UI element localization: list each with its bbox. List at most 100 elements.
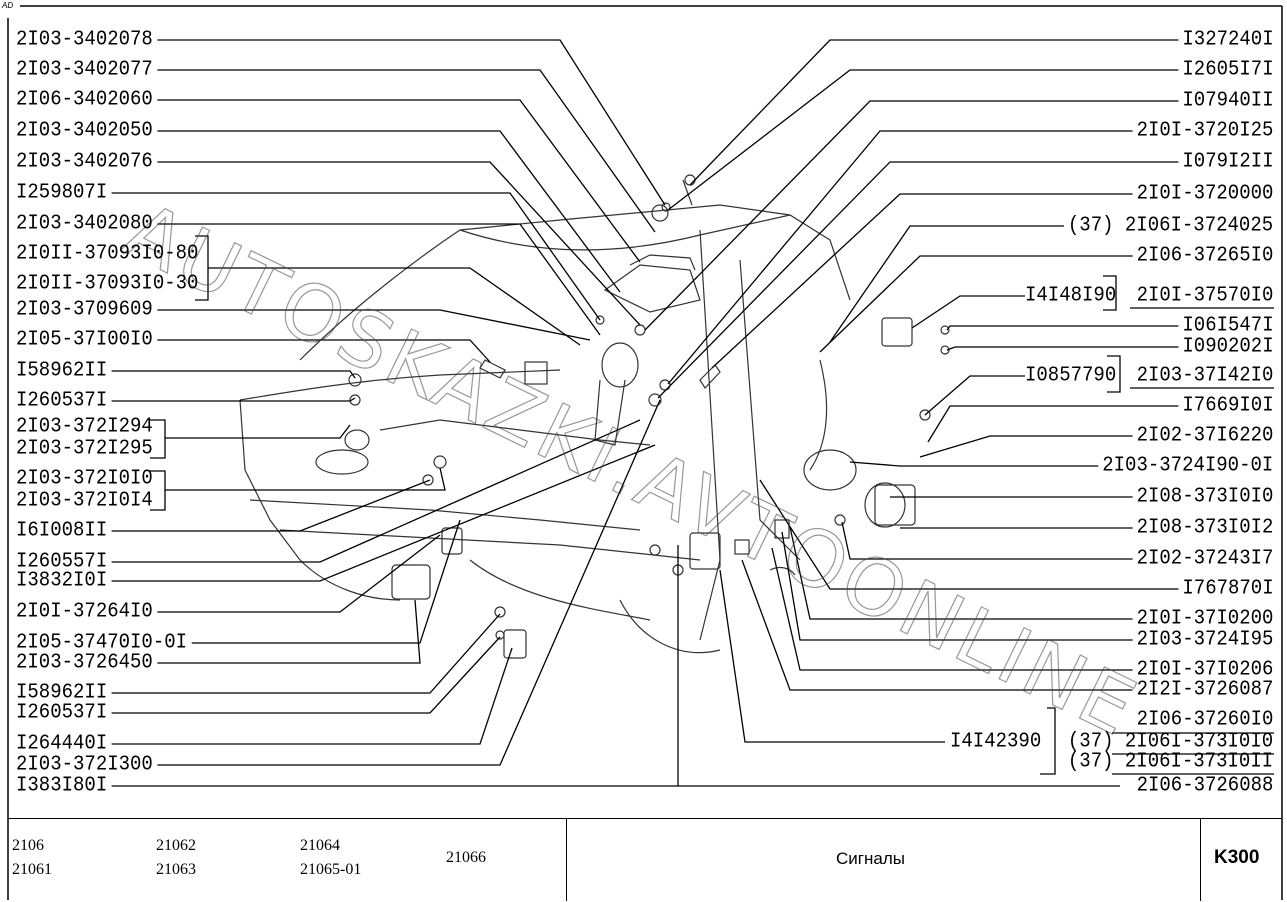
part-label-right: 2I06-37260I0 (1136, 706, 1274, 732)
part-label-right: 2I0I-37I0200 (1136, 605, 1274, 631)
part-label-right: 2I06-3726088 (1136, 772, 1274, 798)
part-label-right: 2I0I-3720I25 (1136, 117, 1274, 143)
part-label-right: I06I547I (1182, 312, 1274, 338)
part-label-left: I6I008II (16, 517, 108, 543)
leader-line (157, 309, 591, 341)
part-label-right: 2I0I-37I0206 (1136, 656, 1274, 682)
part-label-right: 2I08-373I0I2 (1136, 514, 1274, 540)
leader-line (819, 255, 1133, 353)
model-2106: 2106 (12, 837, 44, 854)
model-21066: 21066 (446, 849, 486, 866)
leader-line (924, 375, 1025, 416)
part-label-inner: I4I48I90 (1025, 282, 1117, 308)
part-label-right: 2I2I-3726087 (1136, 676, 1274, 702)
leader-line (157, 399, 661, 766)
leader-line (157, 69, 656, 233)
part-label-right: 2I0I-37570I0 (1136, 282, 1274, 308)
part-label-left: 2I05-37470I0-0I (16, 629, 188, 655)
leader-line (667, 69, 1179, 211)
part-label-left: I260557I (16, 548, 108, 574)
model-21065-01: 21065-01 (300, 861, 362, 878)
part-label-left: I259807I (16, 179, 108, 205)
part-label-right: (37) 2I06I-373I0II (1067, 748, 1274, 774)
car-illustration (239, 174, 950, 659)
leader-line (157, 223, 601, 336)
part-label-inner: I0857790 (1025, 362, 1117, 388)
model-21062: 21062 (156, 837, 196, 854)
leader-line (667, 130, 1133, 385)
part-label-right: I7669I0I (1182, 392, 1274, 418)
leader-line (711, 193, 1133, 369)
part-label-left: 2I03-3402078 (16, 26, 153, 52)
part-label-inner: I4I42390 (950, 728, 1042, 754)
part-label-right: (37) 2I06I-3724025 (1067, 212, 1274, 238)
leader-line (157, 99, 641, 263)
part-label-right: 2I08-373I0I0 (1136, 483, 1274, 509)
part-label-left: 2I03-372I295 (16, 435, 153, 461)
part-label-left: I383I80I (16, 772, 108, 798)
part-label-left: 2I05-37I00I0 (16, 326, 153, 352)
part-label-right: 2I06-37265I0 (1136, 242, 1274, 268)
title-block: 2106 21061 21062 21063 21064 21065-01 21… (8, 818, 1282, 901)
part-label-right: 2I0I-3720000 (1136, 180, 1274, 206)
leader-line (657, 161, 1179, 399)
leader-line (849, 461, 1099, 467)
brackets (150, 235, 1121, 775)
leader-line (719, 569, 945, 743)
part-label-left: 2I0I-37264I0 (16, 598, 153, 624)
leader-line (165, 467, 446, 491)
leader-line (771, 547, 1133, 671)
leader-line (741, 559, 1133, 691)
model-21063: 21063 (156, 861, 196, 878)
leader-line (644, 100, 1179, 331)
leader-line (111, 419, 641, 563)
leader-line (927, 405, 1179, 443)
leader-line (208, 267, 581, 346)
part-label-left: I58962II (16, 679, 108, 705)
part-label-right: I079I2II (1182, 148, 1274, 174)
part-label-left: 2I03-372I300 (16, 751, 153, 777)
leader-line (111, 192, 601, 321)
part-label-right: I767870I (1182, 575, 1274, 601)
part-label-left: 2I0II-37093I0-80 (16, 240, 199, 266)
leader-line (111, 444, 656, 582)
part-label-right: 2I03-3724I90-0I (1102, 452, 1274, 478)
part-label-left: 2I03-372I0I4 (16, 487, 153, 513)
part-label-left: I264440I (16, 730, 108, 756)
part-label-right: I090202I (1182, 333, 1274, 359)
part-label-right: I327240I (1182, 26, 1274, 52)
part-label-left: I260537I (16, 387, 108, 413)
leader-line (829, 225, 1064, 343)
part-label-right: 2I03-3724I95 (1136, 626, 1274, 652)
part-label-right: 2I02-37243I7 (1136, 545, 1274, 571)
leader-line (191, 519, 461, 644)
part-label-left: 2I03-3726450 (16, 649, 153, 675)
part-label-left: 2I03-3402076 (16, 148, 153, 174)
leader-line (841, 521, 1133, 560)
leader-line (157, 534, 441, 613)
part-label-left: 2I0II-37093I0-30 (16, 270, 199, 296)
leader-line (689, 39, 1179, 186)
leader-line (157, 39, 666, 206)
leader-line (789, 526, 1133, 620)
part-label-right: I2605I7I (1182, 56, 1274, 82)
leader-line (946, 325, 1179, 331)
leader-line (157, 339, 491, 363)
part-label-left: 2I03-3402080 (16, 210, 153, 236)
leader-line (781, 531, 1133, 641)
part-label-left: 2I06-3402060 (16, 86, 153, 112)
part-label-left: 2I03-3709609 (16, 296, 153, 322)
model-21064: 21064 (300, 837, 340, 854)
leader-line (157, 599, 421, 664)
leader-line (111, 479, 431, 532)
part-label-right: 2I02-37I6220 (1136, 422, 1274, 448)
leader-lines (111, 39, 1179, 787)
leader-line (165, 424, 351, 439)
part-label-left: I3832I0I (16, 567, 108, 593)
part-label-left: 2I03-3402077 (16, 56, 153, 82)
leader-line (157, 161, 641, 326)
part-label-right: (37) 2I06I-373I0I0 (1067, 728, 1274, 754)
part-label-right: I07940II (1182, 87, 1274, 113)
model-21061: 21061 (12, 861, 52, 878)
page-title: Сигналы (836, 849, 905, 868)
